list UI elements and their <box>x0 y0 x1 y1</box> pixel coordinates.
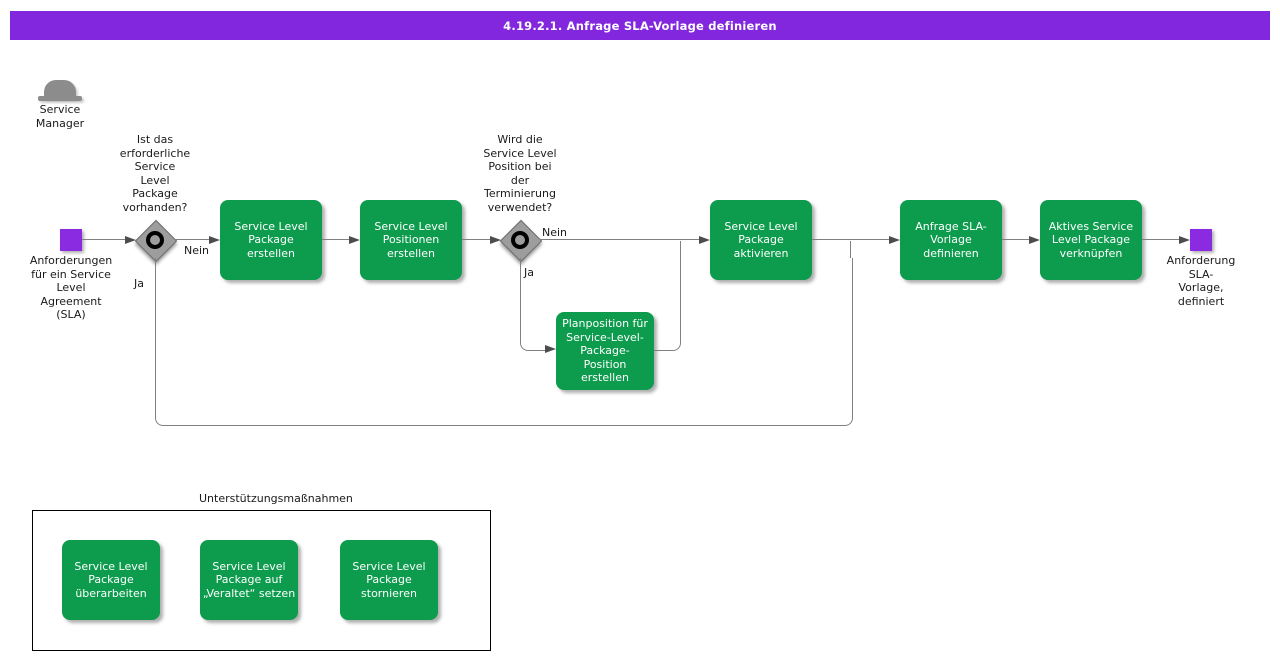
flow-line <box>462 239 491 240</box>
flow-line <box>174 239 210 240</box>
service-manager-label: Service Manager <box>35 103 85 130</box>
flow-line <box>812 239 890 240</box>
task-label: Service Level Package stornieren <box>352 559 426 600</box>
task-label: Service Level Package überarbeiten <box>74 559 148 600</box>
service-manager-icon <box>44 80 76 99</box>
decision-2-question: Wird die Service Level Position bei der … <box>483 133 557 214</box>
page-title: 4.19.2.1. Anfrage SLA-Vorlage definieren <box>503 18 777 33</box>
flow-arrow-icon <box>699 236 710 244</box>
service-manager-hat-brim-icon <box>38 96 82 101</box>
flow-arrow-icon <box>1179 236 1190 244</box>
task-label: Service Level Package erstellen <box>234 219 308 260</box>
support-task-ueberarbeiten[interactable]: Service Level Package überarbeiten <box>62 540 160 620</box>
decision-1-no-label: Nein <box>184 244 210 257</box>
flow-arrow-icon <box>1029 236 1040 244</box>
decision-1-yes-label: Ja <box>134 277 144 290</box>
gateway-circle-icon <box>146 231 164 249</box>
task-service-level-package-aktivieren[interactable]: Service Level Package aktivieren <box>710 200 812 280</box>
flow-line <box>322 239 350 240</box>
flow-line <box>1002 239 1030 240</box>
support-section-title: Unterstützungsmaßnahmen <box>199 492 353 505</box>
flow-line <box>82 239 126 240</box>
start-event <box>60 229 82 251</box>
support-task-veraltet-setzen[interactable]: Service Level Package auf „Veraltet“ set… <box>200 540 298 620</box>
decision-2-no-label: Nein <box>542 226 568 239</box>
flow-arrow-icon <box>125 236 136 244</box>
task-label: Service Level Package auf „Veraltet“ set… <box>202 559 296 600</box>
flow-elbow-line <box>654 241 681 351</box>
flow-line <box>850 241 851 258</box>
task-anfrage-sla-vorlage-definieren[interactable]: Anfrage SLA- Vorlage definieren <box>900 200 1002 280</box>
flow-line <box>1142 239 1180 240</box>
flow-elbow-line <box>520 258 547 351</box>
flow-arrow-icon <box>349 236 360 244</box>
title-bar: 4.19.2.1. Anfrage SLA-Vorlage definieren <box>10 11 1270 40</box>
flow-arrow-icon <box>490 236 501 244</box>
end-event <box>1190 229 1212 251</box>
flow-arrow-icon <box>209 236 220 244</box>
flow-arrow-icon <box>545 345 556 353</box>
decision-2-yes-label: Ja <box>524 266 534 279</box>
task-label: Anfrage SLA- Vorlage definieren <box>915 219 987 260</box>
support-task-stornieren[interactable]: Service Level Package stornieren <box>340 540 438 620</box>
end-event-label: Anforderung SLA- Vorlage, definiert <box>1166 254 1236 308</box>
task-label: Aktives Service Level Package verknüpfen <box>1048 219 1134 260</box>
task-aktives-service-level-package-verknuepfen[interactable]: Aktives Service Level Package verknüpfen <box>1040 200 1142 280</box>
flow-arrow-icon <box>889 236 900 244</box>
flow-line <box>539 239 700 240</box>
task-label: Service Level Package aktivieren <box>724 219 798 260</box>
flow-loop-back-line <box>155 258 853 426</box>
start-event-label: Anforderungen für ein Service Level Agre… <box>29 254 113 321</box>
task-service-level-positionen-erstellen[interactable]: Service Level Positionen erstellen <box>360 200 462 280</box>
task-label: Planposition für Service-Level- Package-… <box>562 317 648 385</box>
task-label: Service Level Positionen erstellen <box>374 219 448 260</box>
decision-1-question: Ist das erforderliche Service Level Pack… <box>119 133 191 214</box>
task-planposition-erstellen[interactable]: Planposition für Service-Level- Package-… <box>556 312 654 390</box>
gateway-circle-icon <box>511 231 529 249</box>
task-service-level-package-erstellen[interactable]: Service Level Package erstellen <box>220 200 322 280</box>
